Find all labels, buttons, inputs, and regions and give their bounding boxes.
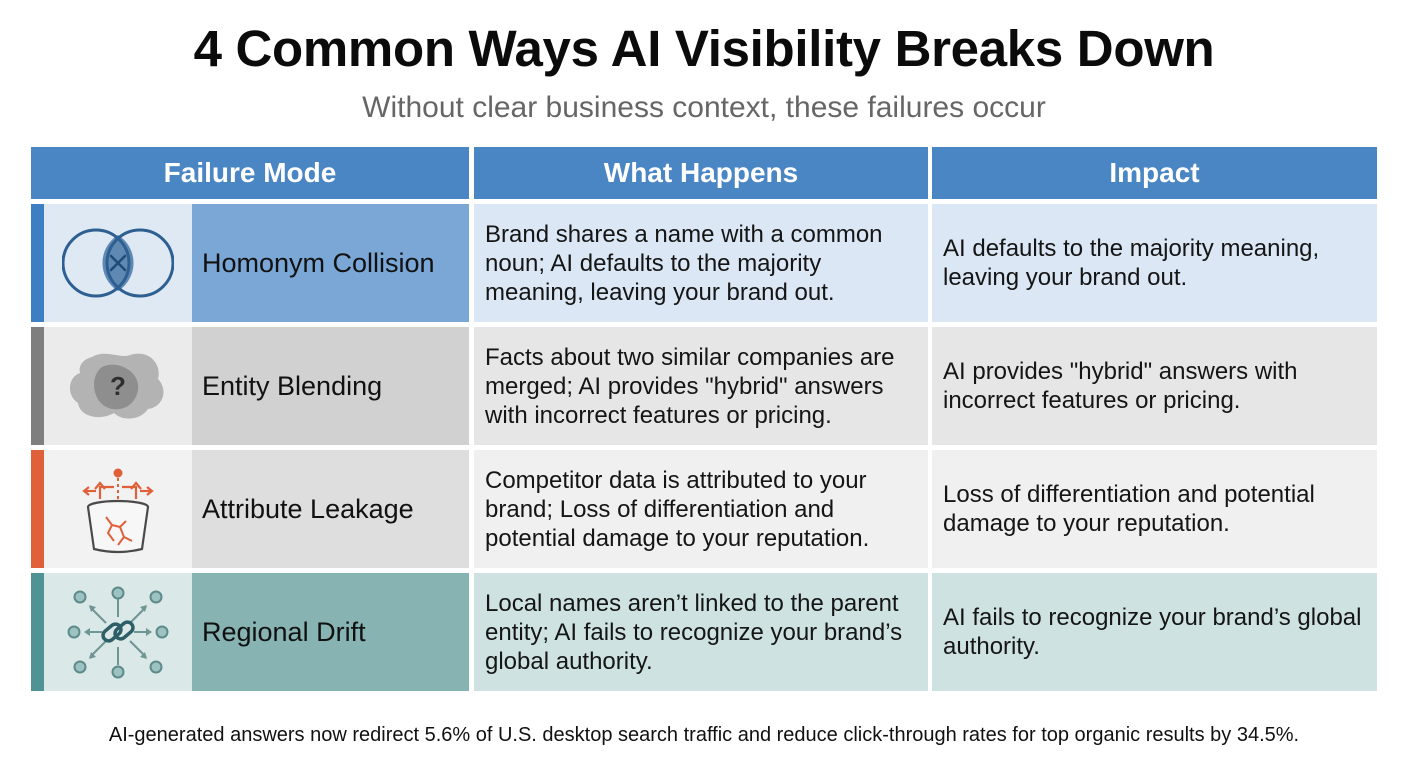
row-what-happens: Local names aren’t linked to the parent … xyxy=(474,573,928,691)
row-impact: AI fails to recognize your brand’s globa… xyxy=(932,573,1377,691)
row-impact: AI provides "hybrid" answers with incorr… xyxy=(932,327,1377,445)
overlapping-circles-x-icon xyxy=(62,228,174,298)
row-accent-bar xyxy=(31,450,44,568)
row-what-happens: Facts about two similar companies are me… xyxy=(474,327,928,445)
table-row-homonym-collision: Homonym Collision Brand shares a name wi… xyxy=(31,204,1377,322)
broken-link-network-icon xyxy=(67,586,169,679)
row-impact: Loss of differentiation and potential da… xyxy=(932,450,1377,568)
header-what-happens: What Happens xyxy=(474,147,928,199)
footnote: AI-generated answers now redirect 5.6% o… xyxy=(108,724,1300,746)
row-accent-bar xyxy=(31,204,44,322)
row-accent-bar xyxy=(31,573,44,691)
svg-text:?: ? xyxy=(110,371,126,401)
row-accent-bar xyxy=(31,327,44,445)
leaking-bucket-icon xyxy=(82,468,154,554)
row-name-attribute-leakage: Attribute Leakage xyxy=(192,450,469,568)
blurred-blob-question-icon: ? xyxy=(69,353,164,419)
row-name-regional-drift: Regional Drift xyxy=(192,573,469,691)
row-what-happens: Competitor data is attributed to your br… xyxy=(474,450,928,568)
row-what-happens: Brand shares a name with a common noun; … xyxy=(474,204,928,322)
row-name-entity-blending: Entity Blending xyxy=(192,327,469,445)
header-failure-mode: Failure Mode xyxy=(31,147,469,199)
header-impact: Impact xyxy=(932,147,1377,199)
table-row-regional-drift: Regional Drift Local names aren’t linked… xyxy=(31,573,1377,691)
table-row-attribute-leakage: Attribute Leakage Competitor data is att… xyxy=(31,450,1377,568)
page-subtitle: Without clear business context, these fa… xyxy=(362,91,1046,124)
page-title: 4 Common Ways AI Visibility Breaks Down xyxy=(193,20,1215,77)
table-row-entity-blending: ? Entity Blending Facts about two simila… xyxy=(31,327,1377,445)
row-name-homonym-collision: Homonym Collision xyxy=(192,204,469,322)
row-impact: AI defaults to the majority meaning, lea… xyxy=(932,204,1377,322)
